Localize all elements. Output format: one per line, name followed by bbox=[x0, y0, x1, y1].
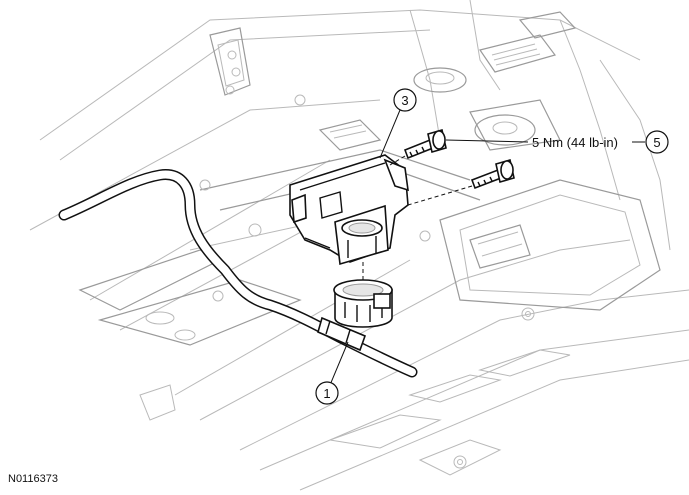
callout-1-label: 1 bbox=[323, 386, 330, 401]
harness-connector bbox=[333, 279, 393, 328]
callout-5: 5 Nm (44 lb-in) 5 bbox=[445, 130, 669, 154]
module-bracket bbox=[289, 154, 409, 266]
torque-spec-label: 5 Nm (44 lb-in) bbox=[532, 135, 618, 150]
bolt-upper bbox=[403, 128, 447, 160]
figure-id: N0116373 bbox=[8, 473, 58, 485]
mounting-bolts bbox=[362, 128, 515, 282]
bolt-lower bbox=[470, 158, 515, 190]
callout-3-label: 3 bbox=[401, 93, 408, 108]
wiring-harness bbox=[58, 169, 418, 378]
callout-5-label: 5 bbox=[653, 135, 660, 150]
callout-3: 3 bbox=[379, 88, 417, 159]
callout-1: 1 bbox=[315, 341, 349, 405]
